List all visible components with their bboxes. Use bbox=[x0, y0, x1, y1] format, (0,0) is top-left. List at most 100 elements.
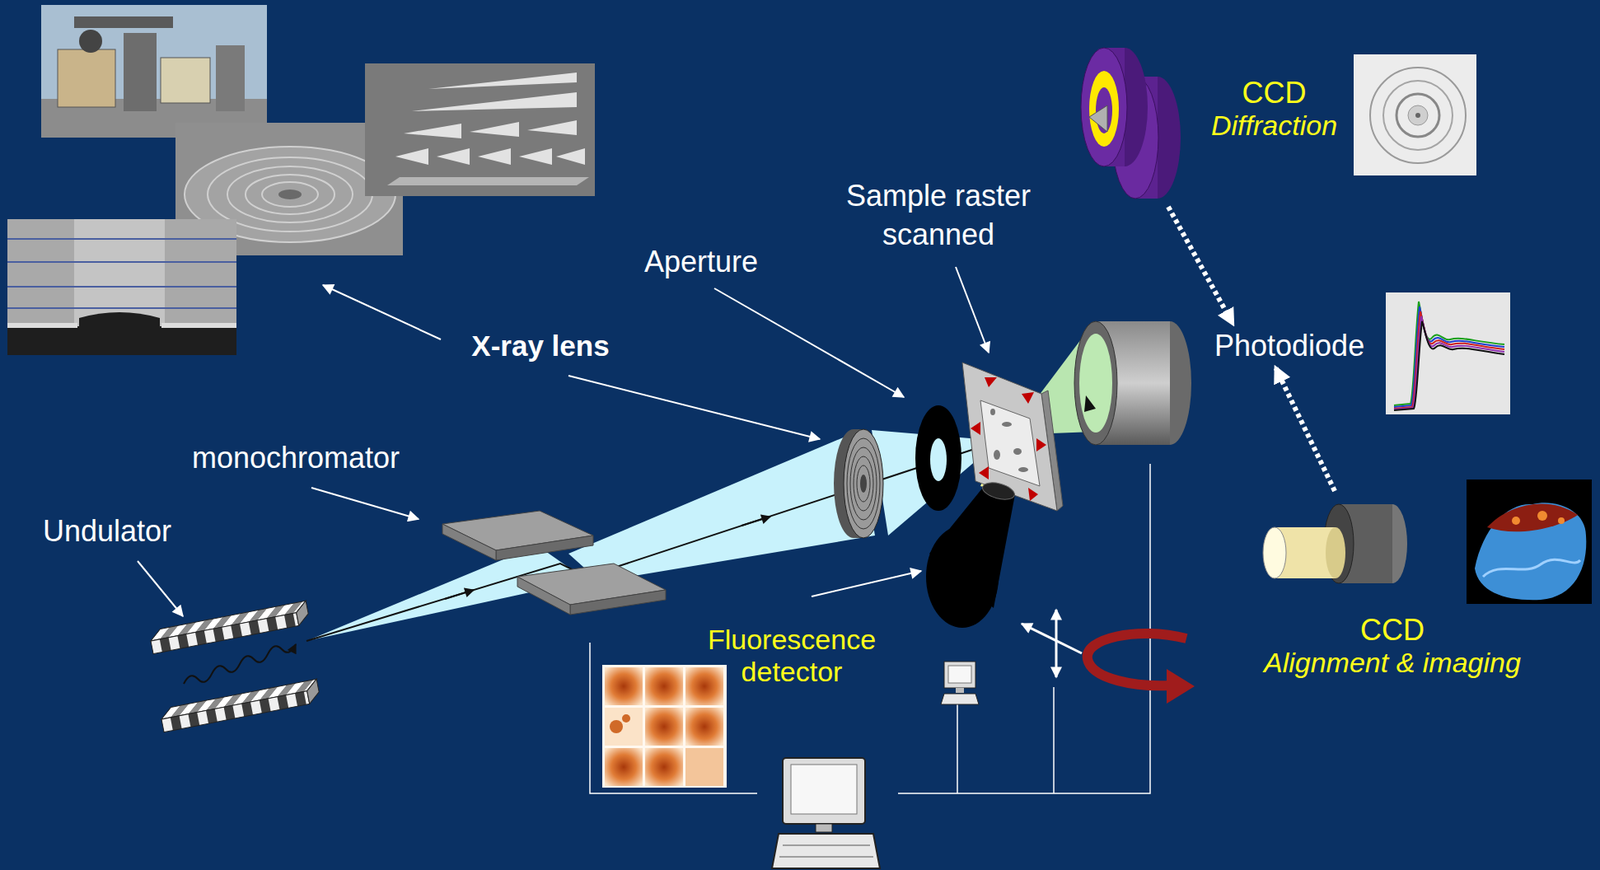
fluorescence-maps-image bbox=[602, 664, 727, 788]
leader-arrows bbox=[137, 266, 989, 617]
fluorescence-maps-image-part bbox=[685, 667, 724, 706]
dotted-arrow bbox=[1168, 206, 1233, 324]
beam-ray-part bbox=[741, 516, 771, 526]
detector-name: CCD bbox=[1263, 612, 1521, 647]
sample-stage-part bbox=[984, 377, 997, 388]
imaging-camera-body-part bbox=[1325, 527, 1346, 579]
undulator-magnets-part bbox=[159, 678, 322, 733]
undulator-magnets-part-part bbox=[304, 678, 321, 704]
prism-lens-micrograph-part bbox=[469, 121, 520, 137]
multilayer-micrograph-part bbox=[161, 322, 237, 328]
tomography-image-part bbox=[1557, 517, 1565, 524]
absorption-spectrum-plot-part bbox=[1394, 316, 1505, 410]
multilayer-micrograph-part bbox=[7, 285, 237, 288]
prism-lens-micrograph-part bbox=[519, 148, 553, 165]
sample-stage-part bbox=[970, 421, 981, 436]
multilayer-micrograph bbox=[7, 219, 237, 356]
detector-role: Alignment & imaging bbox=[1263, 646, 1521, 679]
fluorescence-maps-image-part bbox=[622, 714, 631, 723]
fluorescence-maps-image-part bbox=[685, 707, 724, 746]
tomography-image-part bbox=[1474, 502, 1586, 600]
motion-arrows bbox=[1021, 609, 1195, 704]
fluorescence-detector-body-part bbox=[926, 525, 999, 628]
beam-ray-part bbox=[306, 440, 1000, 641]
prism-lens-micrograph-part bbox=[403, 123, 462, 139]
instrument-photo-part bbox=[79, 29, 103, 53]
absorption-spectrum-plot-part bbox=[1394, 311, 1505, 409]
multilayer-micrograph-part bbox=[7, 238, 237, 240]
sample-stage-part bbox=[1013, 448, 1022, 455]
control-wiring-part bbox=[589, 642, 758, 794]
control-wiring-part bbox=[898, 463, 1151, 794]
fluorescence-maps-image-part bbox=[685, 748, 724, 786]
prism-lens-micrograph-part bbox=[364, 63, 595, 197]
monochromator-crystals-part bbox=[517, 576, 571, 615]
tomography-image-part bbox=[1483, 559, 1581, 577]
prism-lens-micrograph-part bbox=[428, 72, 577, 89]
instrument-photo-part bbox=[215, 45, 245, 112]
absorption-spectrum-plot-part bbox=[1394, 306, 1505, 408]
fluorescence-maps-image-part bbox=[645, 667, 684, 706]
small-computer-icon-part bbox=[940, 693, 979, 705]
motion-arrows-part bbox=[1055, 609, 1058, 678]
beam-ray-part bbox=[444, 589, 474, 599]
diffraction-ccd-body-part bbox=[1089, 70, 1119, 147]
absorption-spectrum-plot-part bbox=[1385, 292, 1511, 415]
zone-plate-lens-part bbox=[846, 438, 880, 529]
multilayer-micrograph-part bbox=[79, 312, 160, 327]
aperture-disc bbox=[915, 405, 962, 511]
x-ray-beam-part bbox=[306, 545, 587, 641]
motion-arrows-part bbox=[1166, 669, 1195, 704]
diffraction-pattern-image-part bbox=[1415, 112, 1421, 118]
fluorescence-maps-image-part bbox=[602, 664, 727, 788]
detector-name: CCD bbox=[1211, 75, 1338, 110]
fluorescence-maps-image-part bbox=[604, 748, 643, 786]
leader-arrows-part bbox=[568, 375, 820, 440]
part-label: X-ray lens bbox=[471, 329, 609, 363]
detector-node: Photodiode bbox=[1209, 327, 1370, 364]
fluorescence-detector-body bbox=[926, 479, 1017, 628]
imaging-camera-body bbox=[1263, 504, 1408, 584]
instrument-photo-part bbox=[57, 49, 116, 108]
zone-plate-micrograph-part bbox=[227, 166, 353, 223]
small-computer-icon-part bbox=[955, 687, 964, 693]
fluorescence-maps-image-part bbox=[609, 720, 623, 734]
multilayer-micrograph-part bbox=[74, 219, 165, 327]
diffraction-ccd-body bbox=[1080, 47, 1181, 199]
multilayer-micrograph-part bbox=[7, 219, 237, 356]
x-ray-beam bbox=[306, 332, 1095, 641]
monochromator-crystals-part bbox=[442, 523, 496, 561]
leader-arrows-part bbox=[322, 285, 441, 340]
undulator-magnets-part bbox=[149, 600, 311, 655]
prism-lens-micrograph-part bbox=[436, 148, 470, 165]
sample-stage-part bbox=[978, 466, 989, 480]
absorption-spectrum-plot-part bbox=[1394, 321, 1505, 411]
diffraction-pattern-image-part bbox=[1353, 54, 1477, 176]
zone-plate-micrograph-part bbox=[245, 174, 335, 215]
leader-arrows-part bbox=[311, 487, 419, 520]
instrument-photo-part bbox=[123, 32, 157, 112]
undulator-magnets-part-part bbox=[161, 691, 310, 733]
instrument-photo-part bbox=[41, 4, 267, 138]
diffraction-pattern-image bbox=[1353, 54, 1477, 176]
fluorescence-maps-image-part bbox=[604, 707, 643, 746]
computer-icon-part bbox=[790, 764, 857, 815]
detector-role: Diffraction bbox=[1211, 109, 1338, 142]
diffraction-ccd-body-part bbox=[1080, 47, 1128, 167]
computer-icon-part bbox=[771, 833, 880, 869]
fluorescence-maps-image-part bbox=[645, 748, 684, 786]
computer-icon-part bbox=[782, 845, 871, 847]
multilayer-micrograph-part bbox=[7, 307, 237, 309]
monochromator-crystals-part bbox=[570, 589, 666, 615]
prism-lens-micrograph-part bbox=[477, 148, 511, 165]
zone-plate-lens-part bbox=[850, 447, 877, 520]
detector-node: CCDDiffraction bbox=[1075, 46, 1343, 207]
part-label: monochromator bbox=[191, 440, 400, 475]
leader-arrows-part bbox=[811, 570, 922, 597]
x-ray-beam-part bbox=[568, 431, 875, 582]
motion-arrows-part bbox=[1021, 623, 1082, 654]
leader-arrows-part bbox=[137, 561, 183, 617]
